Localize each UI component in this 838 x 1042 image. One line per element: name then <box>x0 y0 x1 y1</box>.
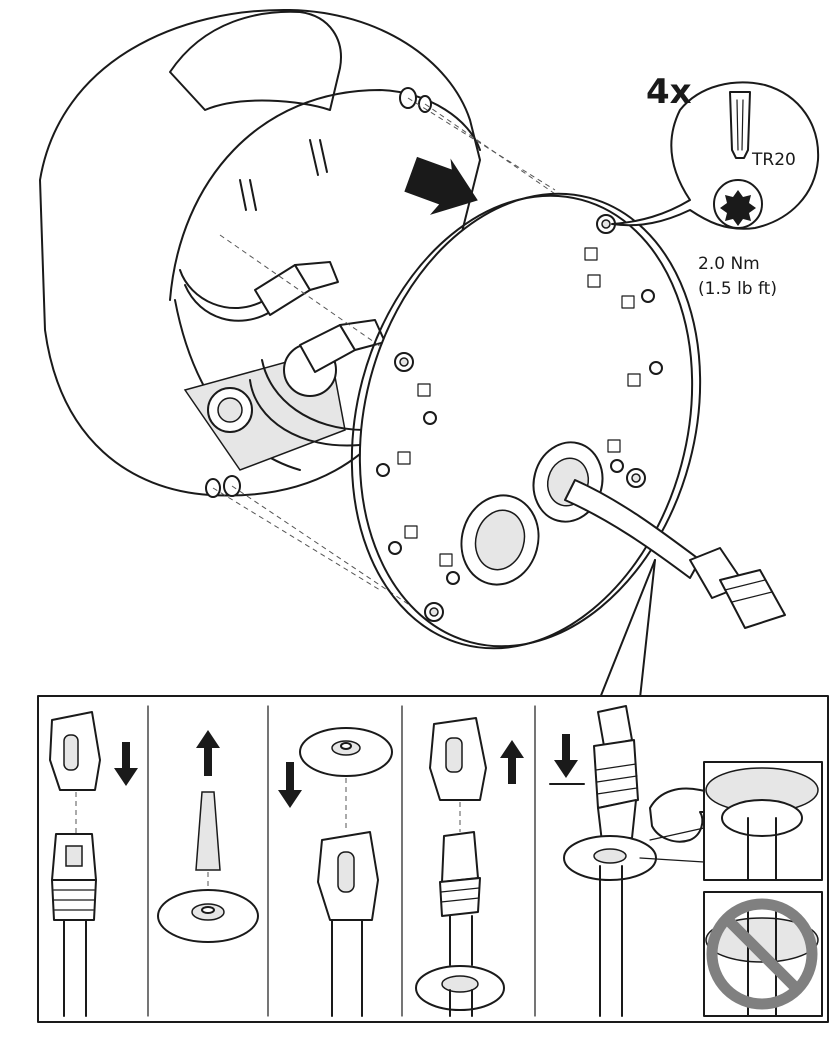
up-arrow-icon <box>196 730 220 776</box>
step-insert-gasket <box>278 727 393 1017</box>
torx-screwdriver-icon <box>729 91 751 159</box>
screw <box>596 214 616 234</box>
screw <box>424 602 444 622</box>
up-arrow-icon <box>500 740 524 784</box>
torque-lbft: (1.5 lb ft) <box>698 279 777 299</box>
torx-bit-label: TR20 <box>752 150 796 170</box>
down-arrow-icon <box>554 734 578 778</box>
alignment-guides <box>212 97 601 613</box>
torx-head-icon <box>713 179 763 229</box>
detail-incorrect <box>703 891 823 1017</box>
torque-label: 2.0 Nm (1.5 lb ft) <box>698 252 777 302</box>
detail-correct <box>703 761 823 881</box>
mount-plate <box>350 192 786 650</box>
step-lift-plug <box>157 730 259 943</box>
torque-nm: 2.0 Nm <box>698 254 760 274</box>
step-seat-gasket <box>549 705 823 1017</box>
down-arrow-icon <box>278 762 302 808</box>
down-arrow-icon <box>114 742 138 786</box>
screw <box>394 352 414 372</box>
screw-quantity-label: 4x <box>646 72 692 112</box>
insert-arrow-icon <box>404 156 478 215</box>
step-remove-cover <box>49 711 138 1017</box>
screw <box>626 468 646 488</box>
torque-callout <box>611 81 820 230</box>
housing-back-box <box>39 8 481 498</box>
step-replace-cover <box>415 717 524 1017</box>
prohibited-icon <box>706 898 818 1010</box>
detail-panel <box>37 695 829 1023</box>
